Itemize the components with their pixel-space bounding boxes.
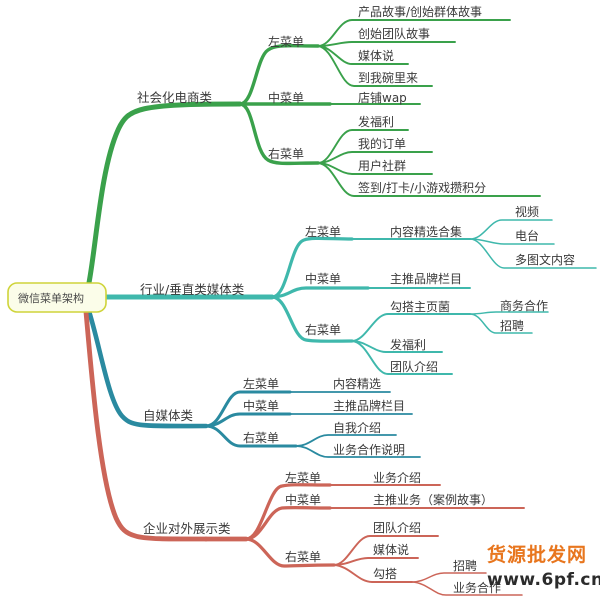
branch-2-r1-sub-2 (469, 313, 533, 334)
leaf-b4-l1[interactable]: 业务介绍 (373, 470, 421, 485)
branch-enterprise-showcase: 企业对外展示类 左菜单 中菜单 右菜单 业务介绍 主推业务（案例故事） 团队介绍… (83, 309, 525, 596)
branch-3-to-right (204, 424, 298, 448)
branch-1-right-leaf-4 (317, 162, 541, 197)
branch-1-to-right (238, 102, 320, 166)
node-b3-left-menu[interactable]: 左菜单 (243, 376, 279, 391)
branch-4-to-left (244, 483, 332, 541)
leaf-b3-r1[interactable]: 自我介绍 (333, 421, 381, 435)
branch-1-left-leaf-2 (317, 41, 456, 47)
branch-1-to-left (238, 43, 320, 106)
root-node[interactable]: 微信菜单架构 (7, 282, 107, 313)
branch-self-media: 自媒体类 左菜单 中菜单 右菜单 内容精选 主推品牌栏目 自我介绍 业务合作说明 (85, 305, 421, 458)
branch-trunk-1 (85, 101, 243, 291)
node-b2-homepage-contact[interactable]: 勾搭主页菌 (390, 300, 450, 314)
node-b4-left-menu[interactable]: 左菜单 (285, 470, 321, 485)
leaf-b2-r3[interactable]: 团队介绍 (390, 359, 438, 374)
leaf-b2-video[interactable]: 视频 (515, 204, 539, 219)
node-b3-mid-menu[interactable]: 中菜单 (243, 398, 279, 413)
branch-4-r3-sub-2 (411, 581, 523, 596)
node-b3-right-menu[interactable]: 右菜单 (243, 430, 279, 445)
leaf-b1-r1[interactable]: 发福利 (358, 114, 394, 129)
branch-2-to-left (270, 236, 354, 299)
leaf-b1-r4[interactable]: 签到/打卡/小游戏攒积分 (358, 180, 486, 195)
branch-2-l1-sub-1 (469, 219, 553, 240)
leaf-b1-l4[interactable]: 到我碗里来 (358, 70, 418, 85)
leaf-b4-recruit[interactable]: 招聘 (453, 559, 477, 573)
node-industry-vertical-media[interactable]: 行业/垂直类媒体类 (140, 282, 245, 297)
node-social-ecommerce[interactable]: 社会化电商类 (137, 90, 213, 105)
node-b1-mid-menu[interactable]: 中菜单 (268, 90, 304, 105)
node-b4-mid-menu[interactable]: 中菜单 (285, 492, 321, 507)
node-b1-left-menu[interactable]: 左菜单 (268, 34, 304, 49)
branch-4-to-right (244, 537, 336, 568)
node-self-media[interactable]: 自媒体类 (143, 408, 194, 423)
leaf-b4-r2[interactable]: 媒体说 (373, 542, 409, 557)
leaf-b4-r1[interactable]: 团队介绍 (373, 520, 421, 535)
branch-social-ecommerce: 社会化电商类 左菜单 中菜单 右菜单 产品故事/创始群体故事 创始团队故事 媒体… (85, 4, 541, 291)
branch-4-right-leaf-2 (333, 557, 419, 566)
node-b2-left-menu[interactable]: 左菜单 (305, 224, 341, 239)
root-node-box[interactable] (7, 282, 107, 313)
node-b4-contact[interactable]: 勾搭 (373, 567, 397, 581)
leaf-b2-m1[interactable]: 主推品牌栏目 (390, 271, 462, 286)
branch-industry-vertical-media: 行业/垂直类媒体类 左菜单 中菜单 右菜单 内容精选合集 视频 电台 多图文内容… (89, 204, 597, 375)
leaf-b2-multi-image-text[interactable]: 多图文内容 (515, 252, 575, 267)
branch-2-l1-sub-2 (469, 238, 555, 245)
watermark-site-name: 货源批发网 (487, 543, 587, 566)
leaf-b1-l1[interactable]: 产品故事/创始群体故事 (358, 4, 482, 19)
root-node-label: 微信菜单架构 (18, 291, 84, 305)
branch-1-left-leaf-4 (317, 45, 433, 87)
branch-2-to-mid (270, 286, 370, 299)
leaf-b3-m1[interactable]: 主推品牌栏目 (333, 398, 405, 413)
leaf-b1-r3[interactable]: 用户社群 (358, 158, 406, 173)
leaf-b2-radio[interactable]: 电台 (515, 228, 539, 243)
leaf-b1-l2[interactable]: 创始团队故事 (358, 26, 430, 41)
leaf-b1-r2[interactable]: 我的订单 (358, 136, 406, 151)
leaf-b4-m1[interactable]: 主推业务（案例故事） (373, 492, 493, 507)
branch-2-to-right (270, 295, 354, 343)
leaf-b1-m1[interactable]: 店铺wap (358, 91, 407, 105)
branch-2-l1-sub-3 (469, 238, 597, 269)
branch-2-right-leaf-1 (351, 313, 471, 342)
leaf-b3-l1[interactable]: 内容精选 (333, 376, 381, 391)
branch-2-right-leaf-3 (351, 340, 453, 375)
node-enterprise-showcase[interactable]: 企业对外展示类 (143, 521, 231, 536)
branch-3-right-leaf-2 (295, 445, 421, 458)
node-b4-right-menu[interactable]: 右菜单 (285, 549, 321, 564)
leaf-b1-l3[interactable]: 媒体说 (358, 48, 394, 63)
node-b2-content-collection[interactable]: 内容精选合集 (390, 224, 462, 239)
watermark-url: www.6pf.cn (487, 570, 600, 590)
leaf-b3-r2[interactable]: 业务合作说明 (333, 442, 405, 457)
leaf-b2-business-coop[interactable]: 商务合作 (500, 298, 548, 313)
node-b1-right-menu[interactable]: 右菜单 (268, 146, 304, 161)
leaf-b2-recruit[interactable]: 招聘 (500, 319, 524, 333)
node-b2-mid-menu[interactable]: 中菜单 (305, 271, 341, 286)
watermark: 货源批发网 www.6pf.cn (487, 543, 600, 590)
branch-trunk-4 (83, 309, 209, 542)
branch-4-to-mid (244, 505, 332, 541)
leaf-b4-business-coop[interactable]: 业务合作 (453, 580, 501, 595)
branch-4-right-leaf-3 (333, 564, 413, 583)
branch-4-r3-sub-1 (411, 572, 487, 583)
branch-trunk-3 (85, 305, 209, 429)
leaf-b2-r2[interactable]: 发福利 (390, 337, 426, 352)
node-b2-right-menu[interactable]: 右菜单 (305, 322, 341, 337)
